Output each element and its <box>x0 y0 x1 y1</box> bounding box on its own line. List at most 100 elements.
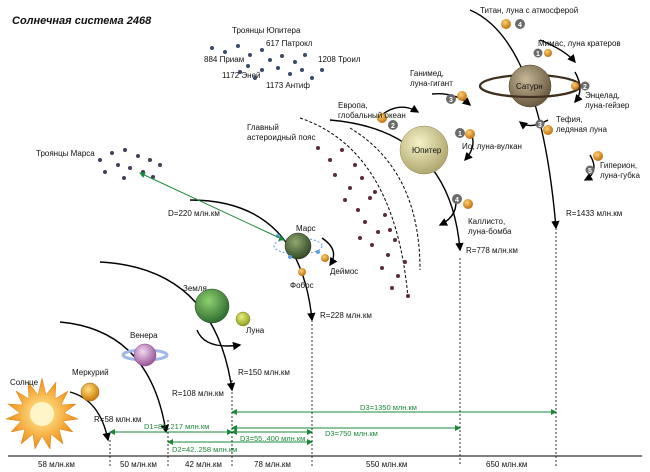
scale-saturn: 650 млн.км <box>486 460 527 469</box>
titan-number: 4 <box>518 22 522 29</box>
venus-radius: R=108 млн.км <box>172 389 224 398</box>
venus-orbit <box>59 321 170 434</box>
mercury-orbit <box>69 391 111 442</box>
mercury-label: Меркурий <box>72 368 109 377</box>
distance-arrows <box>109 409 557 445</box>
deimos <box>321 254 329 262</box>
scale-jupiter: 550 млн.км <box>366 460 407 469</box>
scale-venus: 50 млн.км <box>120 460 157 469</box>
diagram-title: Солнечная система 2468 <box>12 15 152 27</box>
mars-trojan-distance-label: D=220 млн.км <box>168 209 220 218</box>
hyperion <box>593 151 603 161</box>
trojans-mars-label: Троянцы Марса <box>36 149 95 158</box>
europa-number: 2 <box>391 123 395 130</box>
mimas-number-badge <box>533 48 543 58</box>
tethys <box>543 125 553 135</box>
asteroid-belt-label-line2: астероидный пояс <box>247 133 315 142</box>
enceladus-label-line2: луна-гейзер <box>585 101 630 110</box>
mimas <box>544 49 552 57</box>
venus-label: Венера <box>130 331 158 340</box>
trojan-aeneas: 1172 Эней <box>222 71 261 80</box>
hyperion-number: 5 <box>588 168 592 175</box>
earth <box>194 288 230 324</box>
hyperion-label-line2: луна-губка <box>600 171 640 180</box>
d2-label: D2=42..258 млн.км <box>172 445 237 454</box>
mimas-orbit <box>539 39 576 64</box>
tethys-number: 3 <box>538 122 542 129</box>
asteroid-belt-label-line1: Главный <box>247 123 279 132</box>
enceladus-number-badge <box>580 81 590 91</box>
d1-label: D1=82..217 млн.км <box>144 422 209 431</box>
trojan-priam: 884 Приам <box>204 55 244 64</box>
saturn-radius: R=1433 млн.км <box>566 209 622 218</box>
trojan-antiphus: 1173 Антиф <box>266 81 310 90</box>
asteroid-belt-cloud <box>316 146 410 298</box>
hyperion-label-line1: Гиперион, <box>600 161 637 170</box>
mars-label: Марс <box>296 224 316 233</box>
ganymede <box>457 91 467 101</box>
io-label: Ио, луна-вулкан <box>462 142 522 151</box>
tethys-orbit <box>518 119 549 130</box>
guide-lines <box>109 228 557 466</box>
phobos <box>298 268 306 276</box>
ganymede-number: 3 <box>449 97 453 104</box>
tethys-label-line1: Тефия, <box>556 115 583 124</box>
trojans-jupiter-title: Троянцы Юпитера <box>232 26 301 35</box>
tethys-label-line2: ледяная луна <box>556 125 607 134</box>
io-number: 1 <box>458 131 462 138</box>
scale-mars: 78 млн.км <box>254 460 291 469</box>
ganymede-label-line2: луна-гигант <box>410 79 453 88</box>
enceladus <box>571 82 579 90</box>
earth-orbit <box>99 261 236 392</box>
jupiter-radius: R=778 млн.км <box>466 246 518 255</box>
saturn-label: Сатурн <box>516 82 543 91</box>
mars-radius: R=228 млн.км <box>320 311 372 320</box>
io <box>465 129 475 139</box>
scale-earth: 42 млн.км <box>185 460 222 469</box>
europa-label-line2: глобальный океан <box>338 111 406 120</box>
trojan-troilus: 1208 Троил <box>318 55 361 64</box>
callisto-number: 4 <box>455 197 459 204</box>
earth-radius: R=150 млн.км <box>238 368 290 377</box>
callisto-label-line1: Каллисто, <box>468 217 505 226</box>
callisto <box>463 199 473 209</box>
ganymede-label-line1: Ганимед, <box>410 69 444 78</box>
callisto-label-line2: луна-бомба <box>468 227 512 236</box>
mimas-label: Мимас, луна кратеров <box>538 39 621 48</box>
earth-label: Земля <box>183 284 207 293</box>
io-number-badge <box>455 128 465 138</box>
mercury-radius: R=58 млн.км <box>94 415 141 424</box>
trojan-patroclus: 617 Патрокл <box>266 39 313 48</box>
tethys-number-badge <box>535 119 545 129</box>
d5-label: D3=1350 млн.км <box>360 403 417 412</box>
titan-number-badge <box>515 19 525 29</box>
titan-label: Титан, луна с атмосферой <box>480 6 578 15</box>
jupiter <box>399 125 449 175</box>
europa-label-line1: Европа, <box>338 101 368 110</box>
enceladus-number: 2 <box>583 84 587 91</box>
scale-mercury: 58 млн.км <box>38 460 75 469</box>
sun <box>5 377 79 450</box>
deimos-orbit <box>321 237 338 267</box>
d3-label: D3=55..400 млн.км <box>240 434 305 443</box>
europa-number-badge <box>388 120 398 130</box>
mars-trojan-distance <box>139 172 285 241</box>
mimas-number: 1 <box>536 51 540 58</box>
luna-label: Луна <box>246 326 265 335</box>
phobos-label: Фобос <box>290 281 314 290</box>
sun-label: Солнце <box>10 378 39 387</box>
deimos-label: Деймос <box>330 267 358 276</box>
trojans-mars-cloud <box>98 148 162 180</box>
trojans-jupiter-cloud <box>210 44 324 80</box>
jupiter-label: Юпитер <box>412 146 442 155</box>
europa <box>377 113 387 123</box>
callisto-number-badge <box>452 194 462 204</box>
saturn <box>478 64 582 108</box>
hyperion-number-badge <box>585 165 595 175</box>
titan <box>501 19 511 29</box>
venus <box>121 343 169 367</box>
luna-orbit <box>196 329 242 351</box>
luna <box>235 311 251 327</box>
